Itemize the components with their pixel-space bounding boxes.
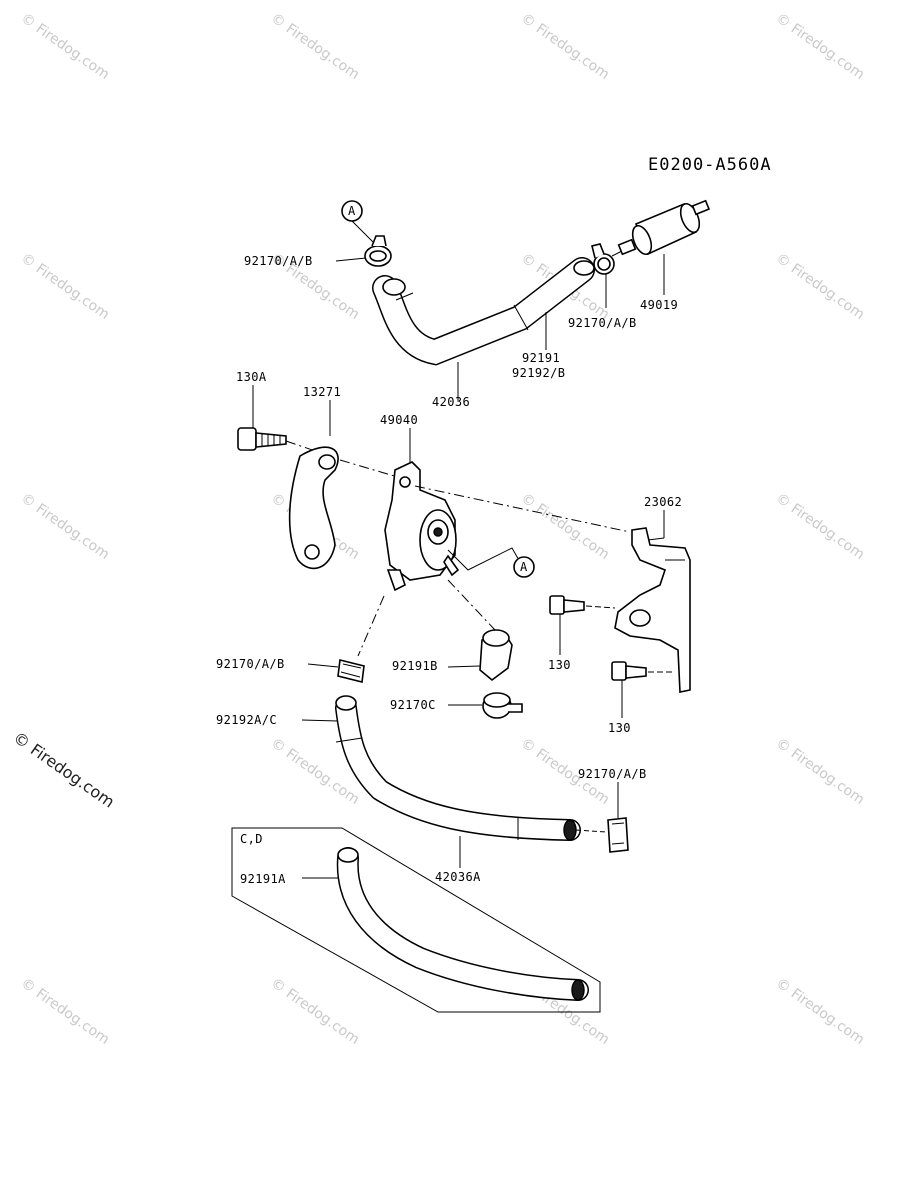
clamp-icon xyxy=(337,659,365,683)
watermark: © Firedog.com xyxy=(518,10,612,83)
watermark: © Firedog.com xyxy=(18,10,112,83)
fuel-pump-icon xyxy=(384,461,460,592)
label-92191a: 92191A xyxy=(240,872,286,886)
variant-box-label: C,D xyxy=(240,832,263,846)
clamp-icon xyxy=(607,817,629,853)
clamp-icon xyxy=(482,692,523,719)
bolt-icon xyxy=(549,595,585,615)
label-92192-b: 92192/B xyxy=(512,366,565,380)
watermark: © Firedog.com xyxy=(18,490,112,563)
bolt-icon xyxy=(237,427,287,451)
elbow-hose-icon xyxy=(479,629,513,682)
label-92192a-c: 92192A/C xyxy=(216,713,277,727)
ref-marker-a-top: A xyxy=(341,200,375,244)
plate-icon xyxy=(288,446,339,570)
label-42036a: 42036A xyxy=(435,870,481,884)
watermark: © Firedog.com xyxy=(773,490,867,563)
watermark: © Firedog.com xyxy=(773,735,867,808)
watermark: © Firedog.com xyxy=(773,975,867,1048)
ref-marker-label: A xyxy=(348,204,356,218)
label-13271: 13271 xyxy=(303,385,341,399)
label-130-lower: 130 xyxy=(608,721,631,735)
diagram-code: E0200-A560A xyxy=(648,155,772,175)
label-49040: 49040 xyxy=(380,413,418,427)
bolt-icon xyxy=(611,661,647,681)
label-92170-lower-right: 92170/A/B xyxy=(578,767,647,781)
label-23062: 23062 xyxy=(644,495,682,509)
clamp-icon xyxy=(364,235,392,267)
fuel-hose-variant xyxy=(336,847,589,1001)
watermark: © Firedog.com xyxy=(18,250,112,323)
label-92191: 92191 xyxy=(522,351,560,365)
label-92170c: 92170C xyxy=(390,698,436,712)
watermark: © Firedog.com xyxy=(518,490,612,563)
watermark: © Firedog.com xyxy=(18,975,112,1048)
label-49019: 49019 xyxy=(640,298,678,312)
fuel-hose-upper xyxy=(372,257,595,366)
watermark: © Firedog.com xyxy=(268,975,362,1048)
label-130-upper: 130 xyxy=(548,658,571,672)
label-92170-top-right: 92170/A/B xyxy=(568,316,637,330)
watermark: © Firedog.com xyxy=(773,10,867,83)
label-92170-mid: 92170/A/B xyxy=(216,657,285,671)
clamp-icon xyxy=(591,243,615,275)
copyright-text: © Firedog.com xyxy=(10,728,118,812)
ref-marker-a-mid: A xyxy=(513,556,535,578)
watermark: © Firedog.com xyxy=(773,250,867,323)
bracket-icon xyxy=(614,527,691,693)
label-92170-top-left: 92170/A/B xyxy=(244,254,313,268)
label-42036: 42036 xyxy=(432,395,470,409)
watermark: © Firedog.com xyxy=(268,10,362,83)
fuel-hose-lower xyxy=(335,695,581,841)
label-130a: 130A xyxy=(236,370,267,384)
ref-marker-label: A xyxy=(520,560,528,574)
variant-box: C,D xyxy=(231,827,601,1013)
label-92191b: 92191B xyxy=(392,659,438,673)
fuel-filter-icon xyxy=(611,199,711,257)
